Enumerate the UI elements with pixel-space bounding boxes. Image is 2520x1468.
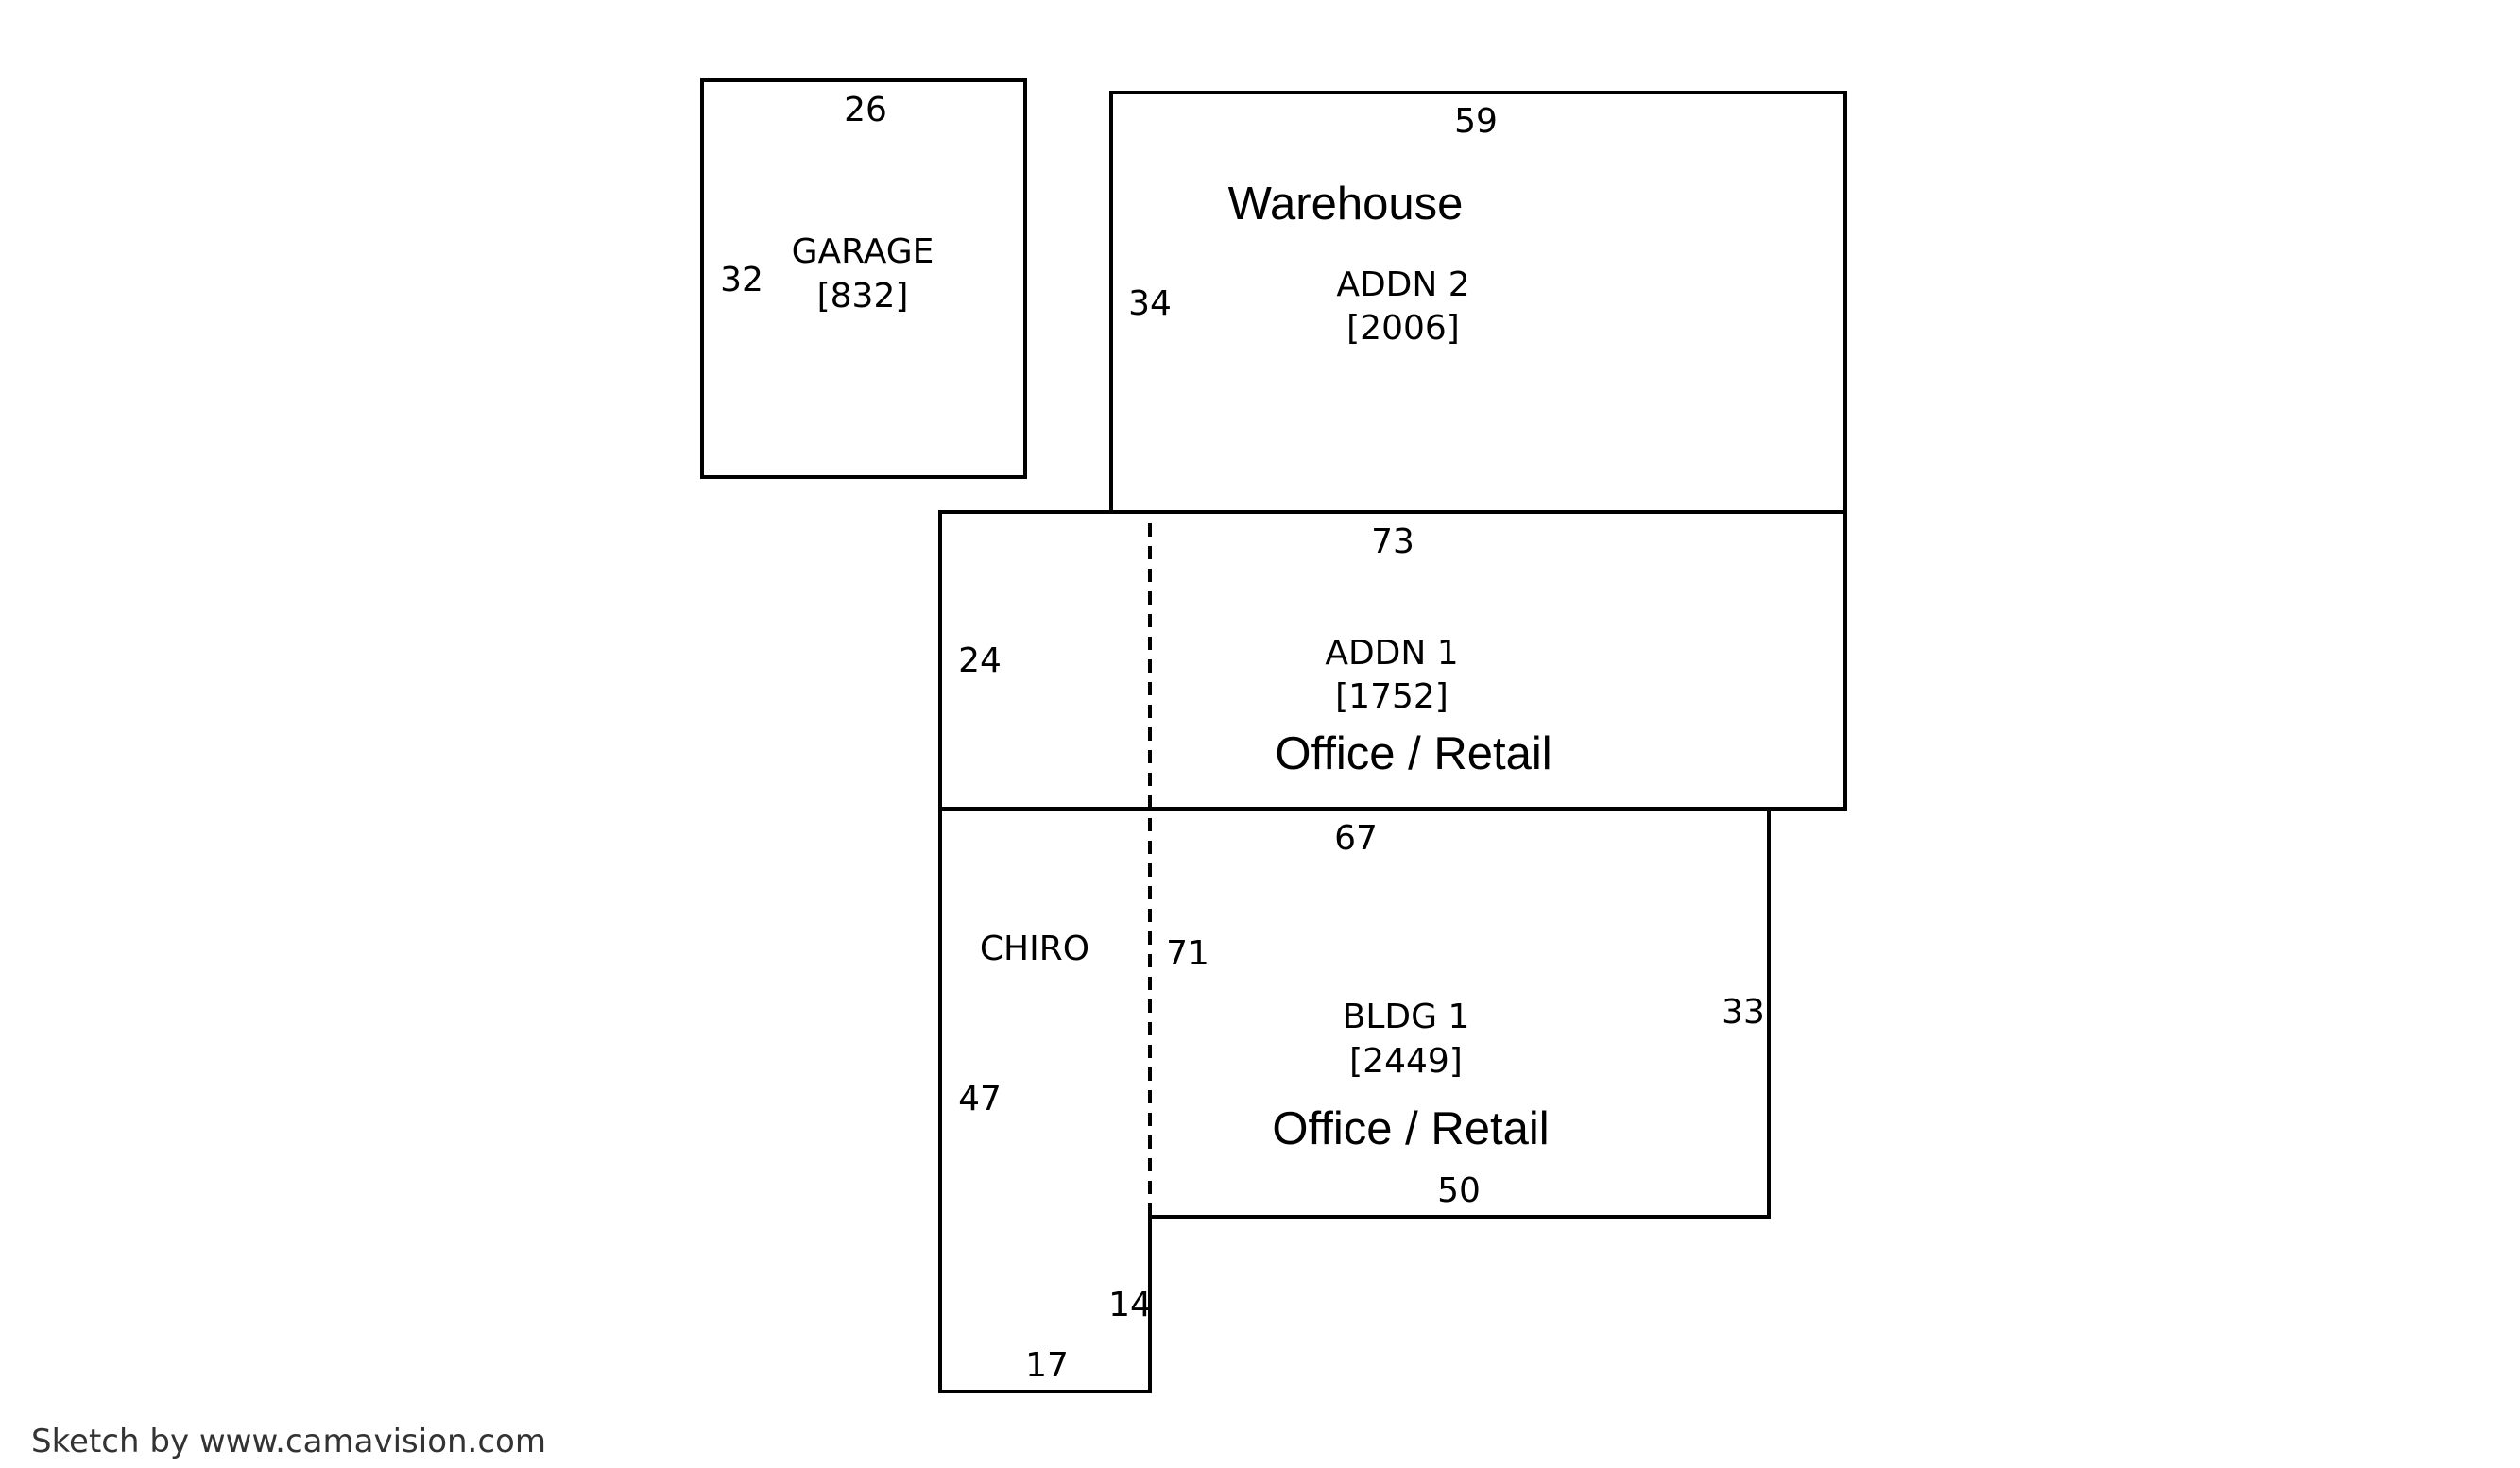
bldg1-dim-notch-vertical: 14	[1108, 1286, 1152, 1324]
bldg1-area: [2449]	[1349, 1042, 1463, 1081]
addn1-section: 73 24 ADDN 1 [1752] Office / Retail	[938, 510, 1847, 811]
addn2-section: 59 Warehouse 34 ADDN 2 [2006]	[1109, 91, 1847, 512]
addn1-outline	[938, 510, 1847, 811]
addn2-dim-left: 34	[1128, 284, 1172, 323]
addn2-dim-top: 59	[1454, 102, 1498, 141]
garage-dim-left: 32	[720, 261, 763, 299]
addn2-outline	[1109, 91, 1847, 512]
addn2-use: Warehouse	[1228, 179, 1464, 230]
bldg1-dim-left: 47	[958, 1080, 1002, 1118]
bldg1-dim-bottom: 50	[1437, 1171, 1481, 1210]
garage-outline	[700, 78, 1027, 479]
bldg1-use: Office / Retail	[1272, 1103, 1549, 1154]
addn1-dim-top: 73	[1371, 522, 1414, 561]
addn1-use: Office / Retail	[1275, 728, 1551, 779]
garage-area: [832]	[817, 277, 909, 316]
bldg1-dim-top: 67	[1334, 819, 1378, 858]
bldg1-label: BLDG 1	[1343, 998, 1470, 1036]
bldg1-section: 67 71 BLDG 1 [2449] Office / Retail 33 5…	[938, 523, 1771, 1393]
garage-section: 26 32 GARAGE [832]	[700, 78, 1027, 479]
addn1-dim-left: 24	[958, 641, 1002, 680]
bldg1-dim-right: 33	[1722, 993, 1765, 1032]
sketch-credit: Sketch by www.camavision.com	[31, 1423, 546, 1460]
garage-dim-top: 26	[844, 91, 887, 129]
bldg1-dim-notch-bottom: 17	[1025, 1346, 1069, 1385]
addn1-area: [1752]	[1335, 677, 1449, 716]
addn1-label: ADDN 1	[1325, 634, 1458, 673]
chiro-label: CHIRO	[980, 930, 1089, 968]
bldg1-outline	[938, 809, 1771, 1393]
addn2-label: ADDN 2	[1336, 265, 1469, 304]
addn2-area: [2006]	[1346, 309, 1460, 348]
bldg1-dim-inner: 71	[1166, 934, 1209, 973]
garage-label: GARAGE	[792, 232, 934, 271]
